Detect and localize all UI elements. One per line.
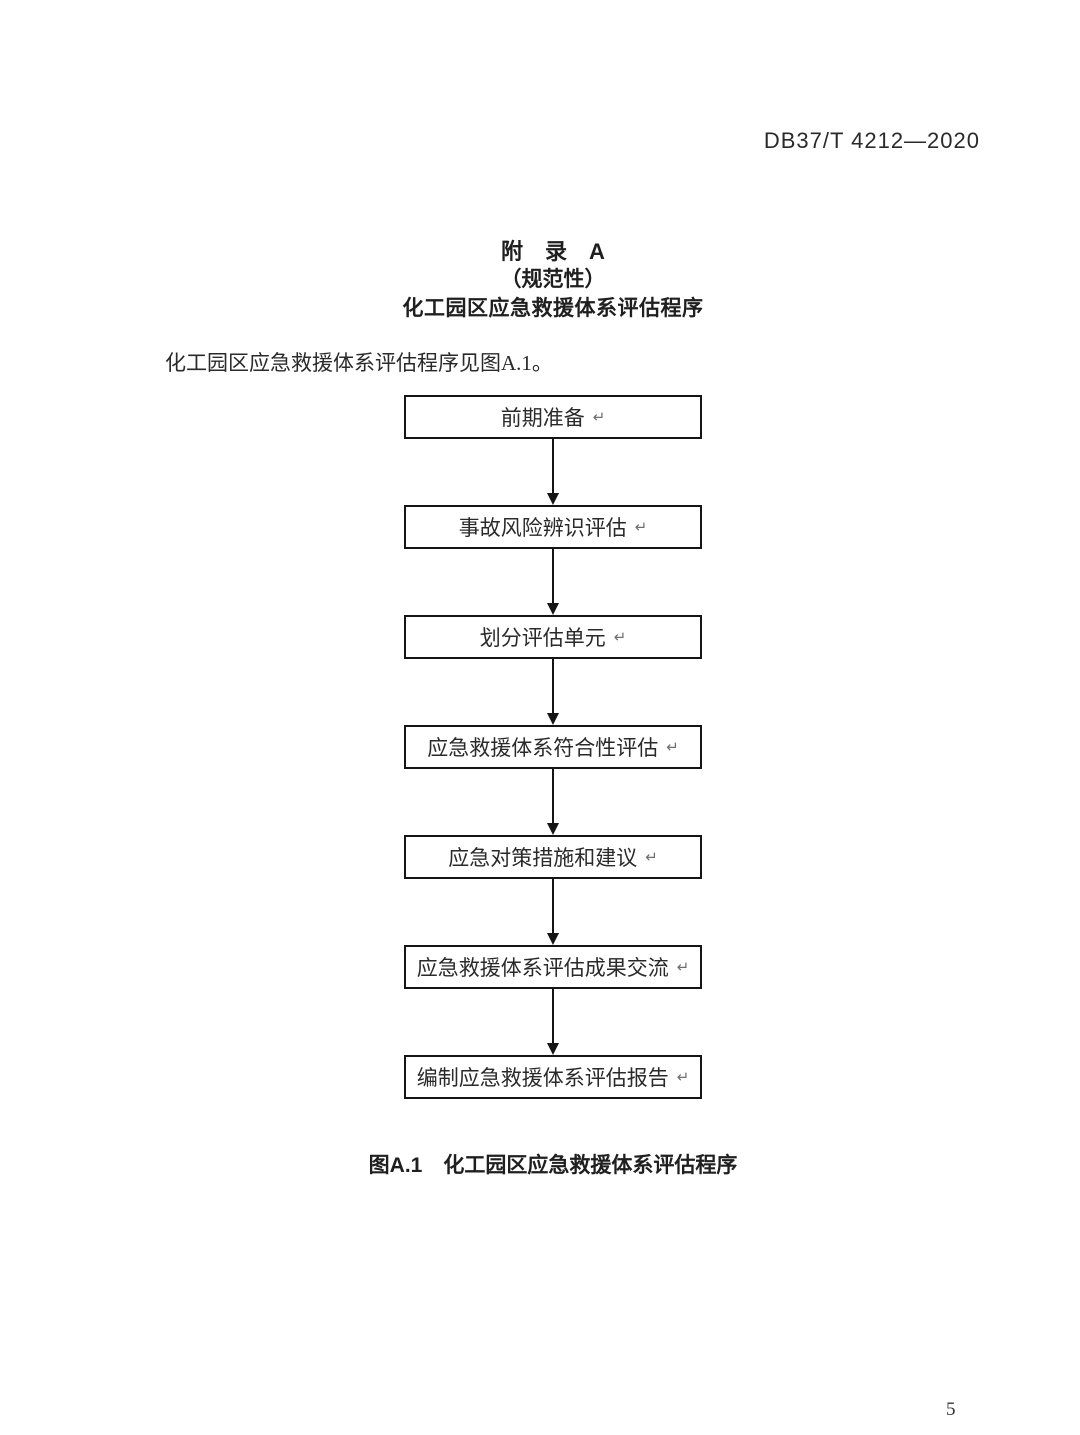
- flow-step: 应急对策措施和建议 ↵: [404, 835, 702, 879]
- arrow-head: [547, 933, 559, 945]
- flow-step: 应急救援体系符合性评估 ↵: [404, 725, 702, 769]
- arrow-head: [547, 603, 559, 615]
- arrow-line: [552, 659, 554, 713]
- return-mark-icon: ↵: [676, 957, 690, 976]
- arrow-down-icon: [547, 769, 559, 835]
- arrow-line: [552, 879, 554, 933]
- arrow-head: [547, 823, 559, 835]
- flow-step: 编制应急救援体系评估报告 ↵: [404, 1055, 702, 1099]
- flow-step-label: 应急对策措施和建议: [448, 846, 638, 870]
- flow-step-label: 编制应急救援体系评估报告: [416, 1066, 669, 1090]
- arrow-down-icon: [547, 549, 559, 615]
- flow-step-label: 前期准备: [500, 406, 585, 430]
- return-mark-icon: ↵: [666, 737, 679, 756]
- appendix-title: 附 录 A: [501, 239, 605, 264]
- intro-paragraph: 化工园区应急救援体系评估程序见图A.1。: [165, 351, 553, 375]
- arrow-down-icon: [547, 659, 559, 725]
- arrow-down-icon: [547, 989, 559, 1055]
- flow-step: 划分评估单元 ↵: [404, 615, 702, 659]
- standard-number-header: DB37/T 4212—2020: [763, 128, 980, 153]
- arrow-line: [552, 439, 554, 493]
- figure-caption: 图A.1 化工园区应急救援体系评估程序: [368, 1154, 738, 1177]
- arrow-down-icon: [547, 439, 559, 505]
- arrow-head: [547, 713, 559, 725]
- page-number: 5: [946, 1399, 956, 1420]
- arrow-down-icon: [547, 879, 559, 945]
- arrow-line: [552, 549, 554, 603]
- arrow-line: [552, 769, 554, 823]
- flow-step: 应急救援体系评估成果交流 ↵: [404, 945, 702, 989]
- appendix-subtitle: 化工园区应急救援体系评估程序: [402, 297, 704, 320]
- flow-step-label: 应急救援体系评估成果交流: [416, 956, 669, 980]
- flow-step-label: 划分评估单元: [479, 626, 606, 650]
- flow-step: 前期准备 ↵: [404, 395, 702, 439]
- appendix-normative-label: （规范性）: [500, 268, 606, 291]
- return-mark-icon: ↵: [676, 1067, 690, 1086]
- arrow-head: [547, 1043, 559, 1055]
- return-mark-icon: ↵: [613, 627, 627, 646]
- return-mark-icon: ↵: [634, 517, 648, 536]
- return-mark-icon: ↵: [645, 847, 658, 866]
- flow-step-label: 应急救援体系符合性评估: [427, 736, 659, 760]
- arrow-line: [552, 989, 554, 1043]
- arrow-head: [547, 493, 559, 505]
- evaluation-procedure-flowchart: 前期准备↵事故风险辨识评估↵划分评估单元↵应急救援体系符合性评估↵应急对策措施和…: [404, 395, 702, 1099]
- flow-step-label: 事故风险辨识评估: [458, 516, 627, 540]
- return-mark-icon: ↵: [592, 407, 606, 426]
- flow-step: 事故风险辨识评估 ↵: [404, 505, 702, 549]
